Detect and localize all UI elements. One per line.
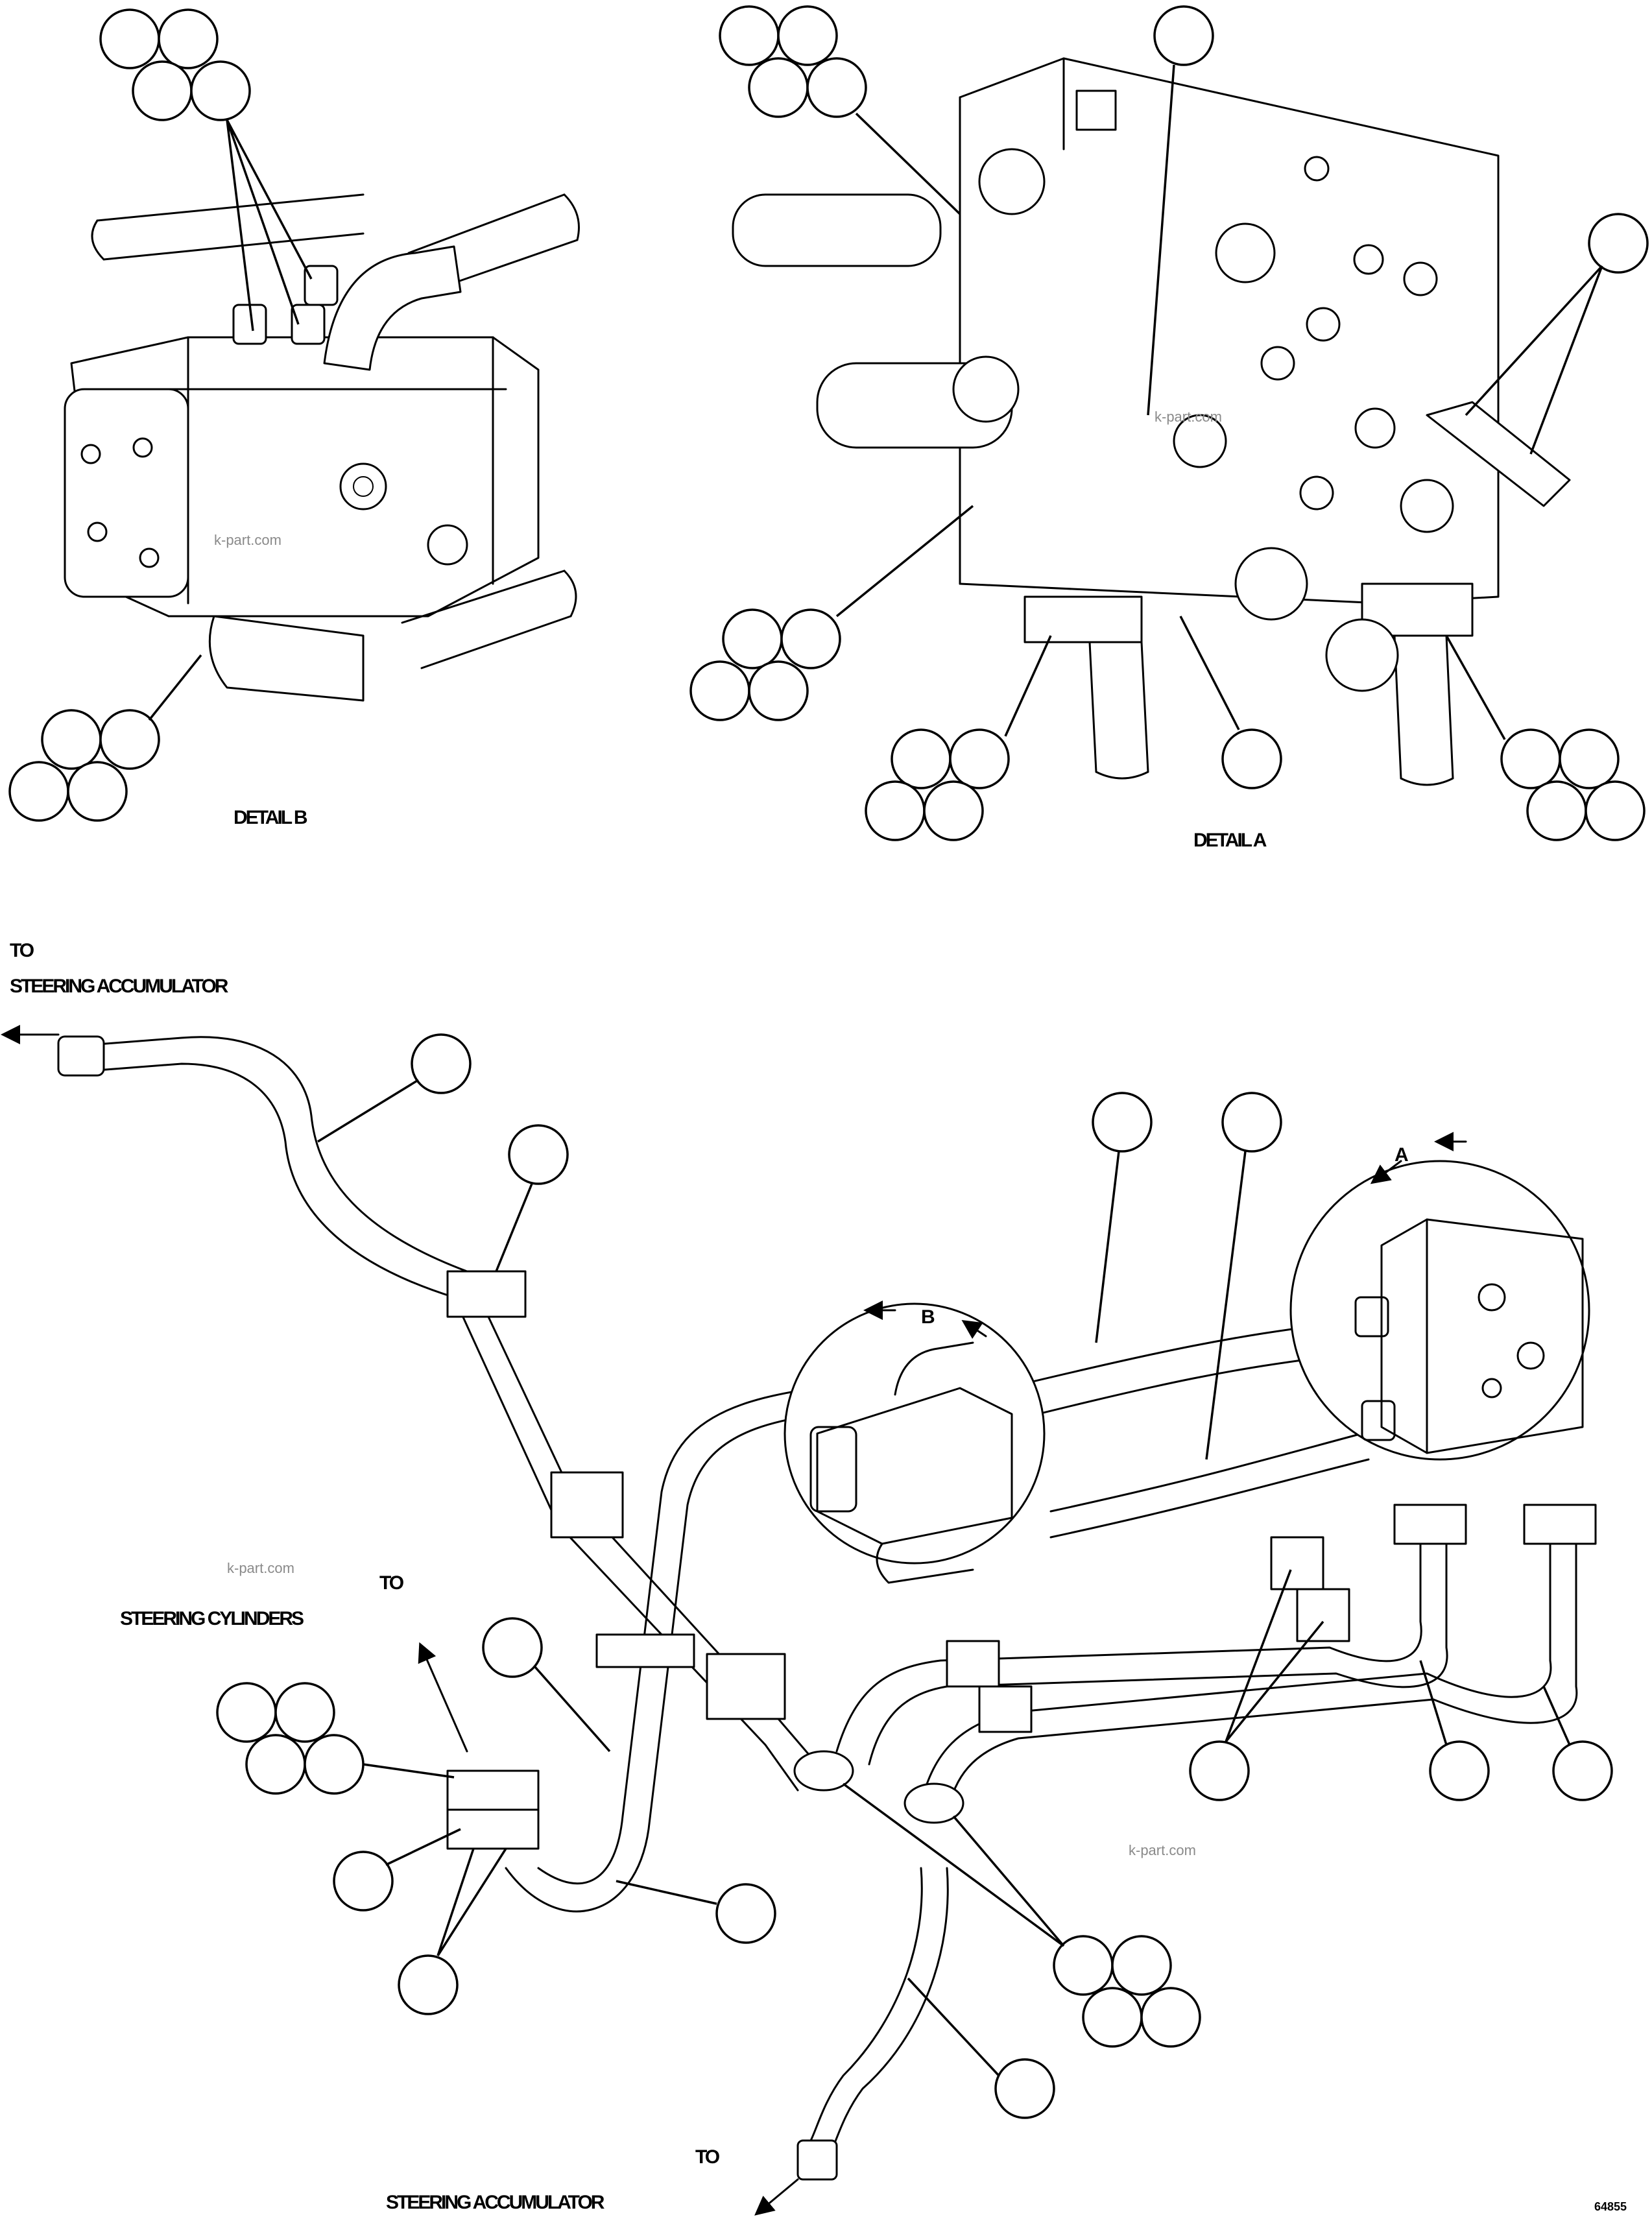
detail-a-callout-single-right (1465, 213, 1649, 455)
detail-a-callout-single-top (1147, 5, 1214, 416)
main-callout-clamps-right (1189, 1569, 1324, 1801)
figure-code: 64855 (1594, 2200, 1627, 2213)
main-callout-lower-hose (907, 1977, 1055, 2119)
label-to-top: TO (10, 940, 34, 961)
main-callout-tube-upper-1 (1092, 1092, 1153, 1343)
detail-a-label: DETAIL A (1193, 830, 1267, 851)
main-callout-clamp-left-single (333, 1828, 461, 1912)
main-callout-cluster-flanges (842, 1782, 1201, 2048)
detail-a-callout-cluster-top-left (719, 5, 961, 215)
detail-a-callout-cluster-bottom-left (865, 635, 1052, 841)
label-to-bottom: TO (695, 2146, 720, 2168)
watermark-main-left: k-part.com (227, 1560, 294, 1576)
label-steering-accumulator-bottom: STEERING ACCUMULATOR (386, 2192, 605, 2213)
view-a-label: A (1395, 1144, 1409, 1166)
main-callout-tube-mid (482, 1617, 611, 1753)
detail-b-label: DETAIL B (233, 807, 307, 828)
detail-b-inset (784, 1301, 1046, 1584)
detail-a-callout-cluster-mid-left (689, 505, 974, 721)
main-callout-tube-lower (616, 1880, 776, 1944)
main-callout-tube-right-2 (1542, 1686, 1613, 1801)
watermark-detail-a: k-part.com (1155, 409, 1222, 425)
label-steering-accumulator-top: STEERING ACCUMULATOR (10, 976, 229, 997)
main-callout-tube-upper-2 (1205, 1092, 1282, 1460)
label-steering-cylinders: STEERING CYLINDERS (120, 1608, 304, 1629)
view-b-label: B (921, 1306, 935, 1328)
detail-a-callout-cluster-bottom-right (1445, 635, 1646, 841)
detail-a-valve-block-illustration (732, 57, 1571, 786)
main-callout-clamps-bottom (398, 1848, 507, 2015)
main-callout-clamp-top (495, 1124, 569, 1272)
watermark-detail-b: k-part.com (214, 532, 281, 548)
detail-a-callout-single-bottom (1179, 616, 1282, 789)
main-callout-top-hose (317, 1033, 472, 1143)
detail-b-callout-cluster-top (99, 8, 313, 331)
detail-a-inset (1289, 1132, 1590, 1461)
label-to-mid: TO (379, 1572, 404, 1594)
detail-b-pump-illustration (64, 193, 580, 702)
detail-b-callout-cluster-bottom (8, 654, 202, 822)
watermark-main-right: k-part.com (1129, 1842, 1196, 1858)
main-callout-tube-right-1 (1419, 1660, 1490, 1801)
main-callout-cluster-clamp-left (216, 1682, 455, 1795)
